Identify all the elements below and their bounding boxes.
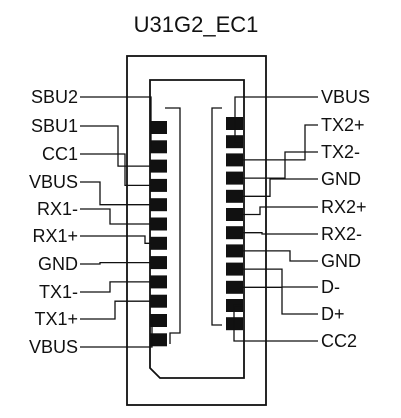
left-pin-label-vbus: VBUS bbox=[29, 172, 78, 192]
right-pin-label-dplus: D+ bbox=[321, 304, 345, 324]
left-contact-pad bbox=[150, 275, 167, 289]
left-contact-pad bbox=[150, 314, 167, 327]
left-contact-pad bbox=[150, 217, 167, 231]
left-contact-pad bbox=[150, 121, 167, 134]
left-contact-pad bbox=[150, 294, 167, 308]
right-contact-pad bbox=[226, 226, 243, 240]
right-pin-label-tx2plus: TX2+ bbox=[321, 115, 365, 135]
right-contact-pad bbox=[226, 280, 243, 294]
left-wire-sbu1 bbox=[80, 125, 150, 167]
right-pin-label-rx2plus: RX2+ bbox=[321, 197, 367, 217]
right-contact-carrier bbox=[211, 107, 222, 326]
right-pin-label-gnd: GND bbox=[321, 251, 361, 271]
left-pin-label-rx1minus: RX1- bbox=[37, 199, 78, 219]
left-pin-label-rx1plus: RX1+ bbox=[32, 226, 78, 246]
left-wire-cc1 bbox=[80, 153, 150, 187]
left-wire-rx1plus bbox=[80, 235, 150, 244]
left-wire-tx1minus bbox=[80, 281, 150, 293]
right-contact-pad bbox=[226, 171, 243, 185]
left-wire-gnd bbox=[80, 261, 150, 265]
left-wire-sbu2 bbox=[80, 96, 152, 148]
left-pin-label-gnd: GND bbox=[38, 254, 78, 274]
left-contact-pad bbox=[150, 256, 167, 270]
left-pin-label-cc1: CC1 bbox=[42, 144, 78, 164]
left-contact-pad bbox=[150, 140, 167, 154]
left-contact-pad bbox=[150, 178, 167, 192]
left-contact-pad bbox=[150, 236, 167, 250]
left-pin-label-sbu2: SBU2 bbox=[31, 87, 78, 107]
left-pin-label-tx1minus: TX1- bbox=[39, 282, 78, 302]
right-pin-label-gnd: GND bbox=[321, 169, 361, 189]
right-wire-gnd bbox=[243, 250, 318, 262]
left-contact-pad bbox=[150, 159, 167, 173]
right-pin-label-vbus: VBUS bbox=[321, 87, 370, 107]
diagram-title: U31G2_EC1 bbox=[134, 12, 259, 37]
right-pin-label-cc2: CC2 bbox=[321, 331, 357, 351]
left-pin-label-sbu1: SBU1 bbox=[31, 116, 78, 136]
right-contact-pad bbox=[226, 208, 243, 221]
right-contact-pad bbox=[226, 262, 243, 276]
right-pin-label-dminus: D- bbox=[321, 277, 340, 297]
right-contact-pad bbox=[226, 153, 243, 167]
left-wire-vbus bbox=[80, 319, 153, 348]
left-wire-tx1plus bbox=[80, 300, 150, 320]
right-wire-tx2plus bbox=[243, 124, 318, 161]
right-contact-pad bbox=[226, 189, 243, 203]
right-wire-rx2plus bbox=[243, 206, 318, 216]
right-wire-vbus bbox=[234, 96, 318, 143]
left-contact-carrier bbox=[165, 107, 181, 344]
left-pin-label-tx1plus: TX1+ bbox=[34, 309, 78, 329]
right-pin-label-tx2minus: TX2- bbox=[321, 142, 360, 162]
left-wire-rx1minus bbox=[80, 208, 150, 225]
right-wire-rx2minus bbox=[243, 232, 318, 235]
right-wire-dminus bbox=[243, 268, 318, 288]
left-contact-pad bbox=[150, 333, 167, 347]
right-pin-group: VBUS TX2+ TX2- GND RX2+ RX2- GND D- D+ CC2 bbox=[226, 87, 370, 351]
right-wire-gnd bbox=[243, 178, 318, 197]
right-wire-cc2 bbox=[233, 304, 318, 342]
left-pin-label-vbus: VBUS bbox=[29, 337, 78, 357]
left-contact-pad bbox=[150, 198, 167, 212]
connector-housing bbox=[126, 55, 267, 406]
right-wire-dplus bbox=[243, 286, 318, 315]
right-wire-tx2minus bbox=[243, 151, 318, 179]
left-wire-vbus bbox=[80, 181, 150, 206]
right-contact-pad bbox=[226, 244, 243, 258]
right-pin-label-rx2minus: RX2- bbox=[321, 224, 362, 244]
